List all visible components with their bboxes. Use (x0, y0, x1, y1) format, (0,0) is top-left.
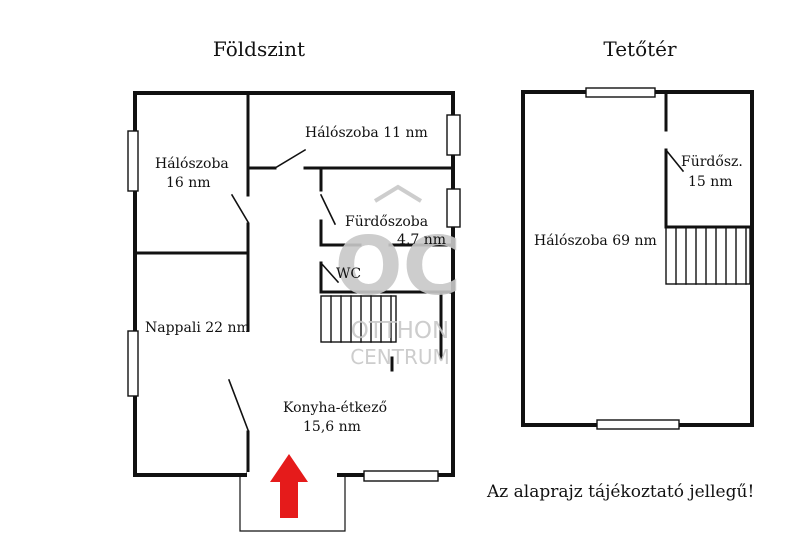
ground-floor-title: Földszint (213, 37, 305, 61)
attic-windows (585, 87, 680, 430)
kitchen-area: 15,6 nm (303, 419, 361, 435)
attic-bath-area: 15 nm (688, 174, 733, 190)
bedroom-16-area: 16 nm (166, 175, 211, 191)
attic-door-swing (664, 148, 685, 173)
watermark-roof-icon (373, 184, 423, 203)
ground-windows (127, 114, 461, 482)
otthon-centrum-watermark: OC OTTHON CENTRUM (335, 184, 462, 369)
bathroom-area: 4,7 nm (397, 232, 446, 248)
attic-bedroom-label: Hálószoba 69 nm (534, 233, 657, 249)
watermark-line2: CENTRUM (350, 345, 450, 369)
watermark-line1: OTTHON (351, 318, 449, 344)
ground-door-swings (227, 148, 340, 432)
kitchen-name: Konyha-étkező (283, 400, 387, 416)
attic-title: Tetőtér (603, 37, 677, 61)
disclaimer-note: Az alaprajz tájékoztató jellegű! (486, 482, 754, 502)
attic-outer-wall (521, 90, 754, 427)
entrance-step (239, 476, 346, 532)
wc-label: WC (336, 266, 361, 282)
attic-bath-name: Fürdősz. (681, 154, 743, 170)
bedroom-11-label: Hálószoba 11 nm (305, 125, 428, 141)
bathroom-name: Fürdőszoba (345, 214, 428, 230)
attic-plan (521, 87, 754, 430)
entrance-arrow-icon (270, 454, 308, 518)
living-room-label: Nappali 22 nm (145, 320, 250, 336)
bedroom-16-name: Hálószoba (155, 156, 229, 172)
watermark-logo-letters: OC (335, 220, 462, 313)
ground-interior-walls (133, 91, 455, 477)
ground-staircase (320, 295, 397, 343)
attic-staircase (665, 226, 751, 285)
